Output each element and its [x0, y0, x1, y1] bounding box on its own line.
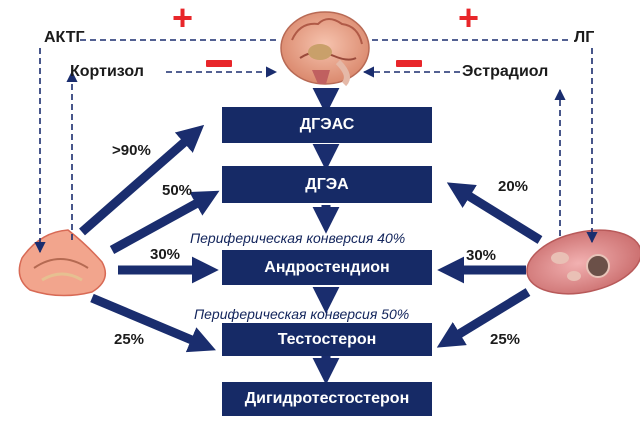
- brain-icon: [280, 11, 370, 87]
- plus-sign-acth: +: [172, 0, 194, 38]
- adrenal-arrows: [79, 124, 220, 353]
- adrenal-dhea-percent: 50%: [162, 182, 193, 199]
- adrenal-dheas-arrow: [79, 124, 205, 236]
- ovary-testo-arrow: [436, 288, 531, 348]
- dihydrotestosterone-box: Дигидротестостерон: [222, 382, 432, 416]
- cortisol-label: Кортизол: [70, 63, 144, 80]
- peripheral-conversion-50: Периферическая конверсия 50%: [194, 306, 410, 322]
- minus-sign-estradiol: [396, 60, 422, 67]
- ovary-andro-percent: 30%: [466, 247, 497, 264]
- ovary-icon: [526, 229, 640, 295]
- adrenal-testo-percent: 25%: [114, 331, 145, 348]
- ovary-dhea-percent: 20%: [498, 178, 529, 195]
- ovary-arrows: [436, 182, 543, 348]
- testosterone-box: Тестостерон: [222, 323, 432, 356]
- ovary-dhea-arrow: [446, 182, 543, 244]
- ovary-testo-percent: 25%: [490, 331, 521, 348]
- adrenal-andro-percent: 30%: [150, 246, 181, 263]
- plus-sign-lh: +: [458, 0, 480, 38]
- feedback-lines: [34, 39, 598, 254]
- acth-label: АКТГ: [44, 29, 85, 46]
- adrenal-gland-icon: [18, 229, 107, 297]
- minus-sign-cortisol: [206, 60, 232, 67]
- peripheral-conversion-40: Периферическая конверсия 40%: [190, 230, 406, 246]
- adrenal-dhea-arrow: [109, 190, 220, 254]
- adrenal-testo-arrow: [90, 293, 216, 353]
- androstenedione-box: Андростендион: [222, 250, 432, 285]
- estradiol-label: Эстрадиол: [462, 63, 549, 80]
- dhea-box: ДГЭА: [222, 166, 432, 203]
- adrenal-dheas-percent: >90%: [112, 142, 151, 159]
- lh-label: ЛГ: [574, 29, 595, 46]
- dheas-box: ДГЭАС: [222, 107, 432, 143]
